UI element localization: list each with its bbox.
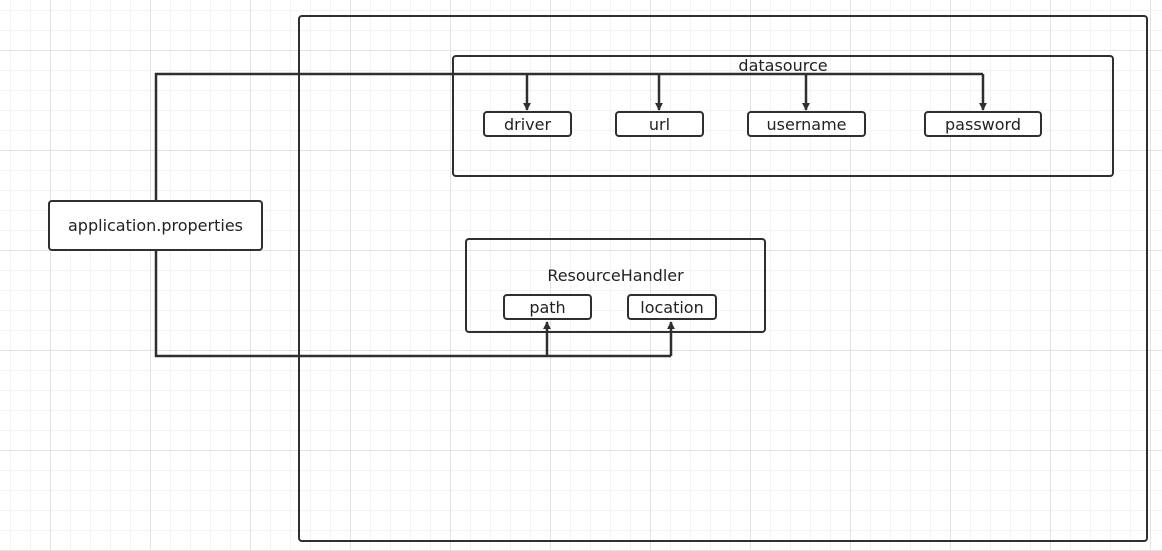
- datasource-group: [452, 55, 1114, 177]
- application-properties-node[interactable]: application.properties: [48, 200, 263, 251]
- resource-handler-title: ResourceHandler: [547, 266, 684, 285]
- location-label: location: [640, 297, 704, 317]
- url-label: url: [648, 114, 671, 134]
- password-label: password: [945, 114, 1021, 134]
- url-node[interactable]: url: [615, 111, 704, 137]
- driver-label: driver: [503, 114, 552, 134]
- datasource-title: datasource: [738, 56, 828, 75]
- path-node[interactable]: path: [503, 294, 592, 320]
- path-label: path: [529, 297, 566, 317]
- location-node[interactable]: location: [627, 294, 717, 320]
- outer-container: [298, 15, 1148, 542]
- connector-to-resource-handler: [154, 251, 671, 358]
- connector-to-datasource: [154, 72, 983, 200]
- application-properties-label: application.properties: [68, 216, 243, 235]
- username-node[interactable]: username: [747, 111, 866, 137]
- username-label: username: [766, 114, 847, 134]
- password-node[interactable]: password: [924, 111, 1042, 137]
- resource-handler-group: [465, 238, 766, 333]
- driver-node[interactable]: driver: [483, 111, 572, 137]
